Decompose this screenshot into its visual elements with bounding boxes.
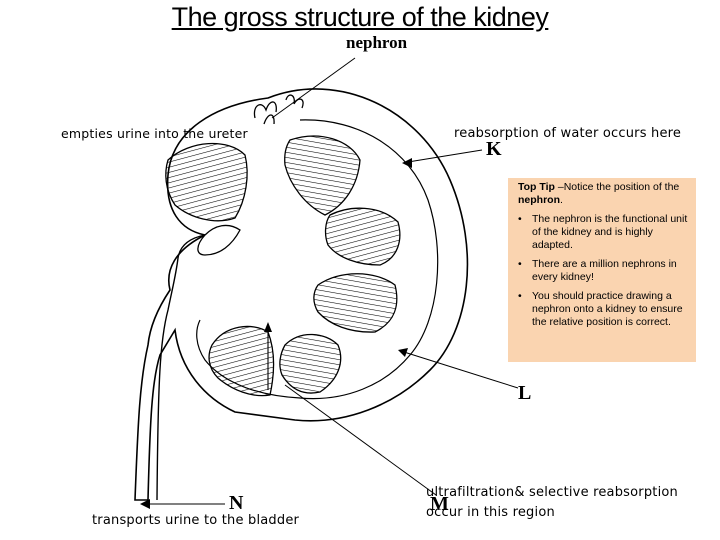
label-M: M — [430, 493, 449, 515]
K-pointer — [407, 149, 483, 163]
note-ultrafiltration-1: ultrafiltration& selective reabsorption — [426, 485, 679, 500]
note-reabsorption: reabsorption of water occurs here — [454, 126, 682, 141]
label-N: N — [229, 492, 244, 514]
nephron-pointer — [271, 57, 356, 119]
top-tip-nephron: nephron — [518, 194, 560, 206]
top-tip-label: Top Tip — [518, 181, 555, 193]
pyramid-6 — [279, 333, 342, 394]
top-tip-text: –Notice the position of the — [554, 181, 680, 193]
pyramid-4 — [313, 273, 398, 333]
pyramid-5 — [208, 325, 275, 397]
tip-bullet: You should practice drawing a nephron on… — [518, 290, 690, 329]
kidney-outline — [134, 88, 469, 501]
top-tip-box: Top Tip –Notice the position of the neph… — [508, 178, 696, 362]
pyramid-1 — [165, 142, 248, 222]
note-bladder: transports urine to the bladder — [92, 513, 300, 528]
M-pointer — [284, 384, 437, 496]
tip-bullet: There are a million nephrons in every ki… — [518, 258, 690, 284]
L-pointer — [403, 351, 519, 389]
label-K: K — [486, 138, 502, 160]
ureter — [156, 234, 206, 501]
pelvis — [197, 224, 241, 256]
tip-bullet: The nephron is the functional unit of th… — [518, 213, 690, 252]
label-nephron: nephron — [346, 33, 408, 52]
note-ureter: empties urine into the ureter — [61, 126, 248, 141]
top-tip-end: . — [560, 194, 563, 206]
pyramid-2 — [284, 135, 361, 216]
top-tip-heading: Top Tip –Notice the position of the neph… — [518, 181, 690, 207]
pyramid-3 — [324, 207, 401, 266]
nephron-loops — [253, 94, 304, 125]
label-L: L — [518, 382, 532, 404]
top-tip-list: The nephron is the functional unit of th… — [518, 213, 690, 329]
note-ultrafiltration-2: occur in this region — [426, 505, 555, 520]
page-title: The gross structure of the kidney — [171, 2, 549, 32]
